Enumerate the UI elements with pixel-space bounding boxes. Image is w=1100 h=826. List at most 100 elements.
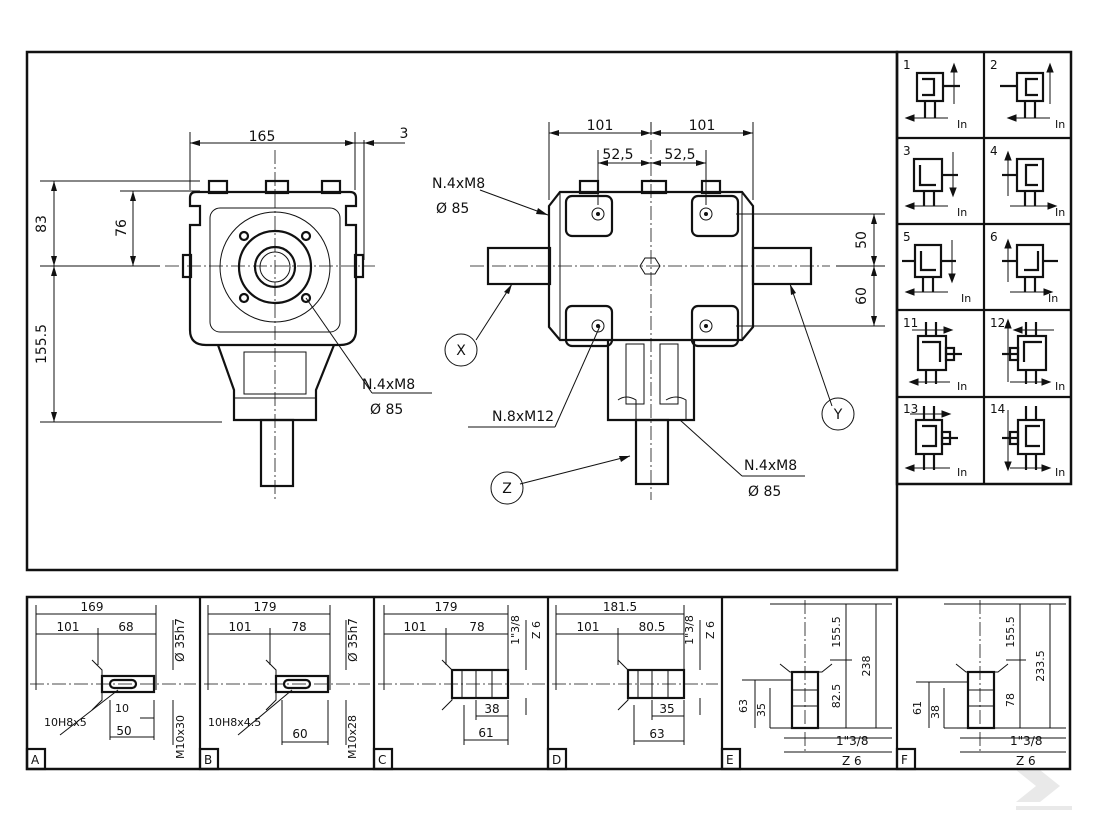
variant-a-drawing	[30, 605, 196, 745]
config-icon-13	[904, 406, 958, 472]
callout-circle-x	[444, 333, 478, 367]
config-tag-1: In	[957, 118, 967, 131]
a-d1: 101	[57, 620, 80, 634]
variant-letter-c: C	[378, 753, 386, 767]
config-icon-12	[1002, 318, 1054, 386]
side-callout-top-dia: Ø 85	[436, 201, 469, 217]
c-d2: 78	[469, 620, 484, 634]
watermark-logo	[1016, 770, 1072, 810]
e-h1: 155.5	[830, 616, 843, 648]
config-num-14: 14	[990, 402, 1005, 416]
c-spline: 1"3/8	[509, 615, 522, 645]
d-d3: 35	[659, 702, 674, 716]
f-h4: 61	[911, 701, 924, 715]
callout-circle-z	[490, 471, 524, 505]
front-dim-height-bottom: 155.5	[34, 324, 50, 364]
c-d3: 38	[484, 702, 499, 716]
side-dim-upper: 50	[854, 231, 870, 249]
e-h3: 82.5	[830, 684, 843, 709]
label-x: X	[456, 343, 466, 359]
config-icon-2	[1000, 62, 1054, 122]
d-total: 181.5	[603, 600, 637, 614]
variant-f-drawing	[916, 600, 1066, 753]
side-callout-base: N.8xM12	[492, 409, 554, 425]
e-h4: 63	[737, 699, 750, 713]
config-tag-5: In	[961, 292, 971, 305]
f-h1: 155.5	[1004, 616, 1017, 648]
config-num-11: 11	[903, 316, 918, 330]
d-z: Z 6	[704, 621, 717, 639]
front-callout-bolt: N.4xM8	[362, 377, 415, 393]
side-dim-right: 101	[689, 118, 716, 134]
variant-e-drawing	[742, 600, 892, 753]
front-dimensions	[40, 132, 432, 423]
a-d3: 10	[115, 702, 129, 715]
variant-letter-e: E	[726, 753, 734, 767]
b-dia: Ø 35h7	[346, 618, 360, 662]
config-icon-1	[904, 62, 960, 122]
f-z: Z 6	[1016, 754, 1036, 768]
side-dimensions	[444, 122, 885, 505]
e-h2: 238	[860, 656, 873, 677]
config-tag-14: In	[1055, 466, 1065, 479]
variant-letter-d: D	[552, 753, 561, 767]
config-num-4: 4	[990, 144, 998, 158]
config-num-6: 6	[990, 230, 998, 244]
config-icon-11	[908, 322, 962, 386]
config-icon-3	[904, 152, 958, 210]
variant-c-drawing	[378, 605, 545, 745]
front-view	[165, 150, 375, 500]
e-z: Z 6	[842, 754, 862, 768]
variant-b-drawing	[204, 605, 370, 745]
side-callout-bottom-dia: Ø 85	[748, 484, 781, 500]
config-num-3: 3	[903, 144, 911, 158]
config-icon-5	[902, 240, 956, 296]
d-d1: 101	[577, 620, 600, 634]
front-callout-dia: Ø 85	[370, 402, 403, 418]
config-tag-6: In	[1048, 292, 1058, 305]
front-dim-offset: 3	[400, 126, 409, 142]
c-total: 179	[435, 600, 458, 614]
config-num-5: 5	[903, 230, 911, 244]
e-spline: 1"3/8	[836, 734, 868, 748]
side-callout-top-bolt: N.4xM8	[432, 176, 485, 192]
front-dim-height-76: 76	[114, 219, 130, 237]
front-dim-width: 165	[249, 129, 276, 145]
b-total: 179	[254, 600, 277, 614]
c-d4: 61	[478, 726, 493, 740]
c-z: Z 6	[530, 621, 543, 639]
side-dim-left: 101	[587, 118, 614, 134]
b-d2: 78	[291, 620, 306, 634]
f-h5: 38	[929, 705, 942, 719]
a-key: 10H8x5	[44, 716, 87, 729]
config-num-1: 1	[903, 58, 911, 72]
config-tag-3: In	[957, 206, 967, 219]
variant-d-drawing	[552, 605, 718, 745]
variant-letter-f: F	[901, 753, 908, 767]
side-dim-left-half: 52,5	[602, 147, 633, 163]
a-d2: 68	[118, 620, 133, 634]
label-y: Y	[833, 407, 843, 423]
config-tag-11: In	[957, 380, 967, 393]
f-spline: 1"3/8	[1010, 734, 1042, 748]
config-num-2: 2	[990, 58, 998, 72]
variant-letter-a: A	[31, 753, 40, 767]
f-h3: 78	[1004, 693, 1017, 707]
side-view	[470, 140, 830, 500]
config-num-12: 12	[990, 316, 1005, 330]
b-thread: M10x28	[346, 715, 359, 759]
side-callout-bottom-bolt: N.4xM8	[744, 458, 797, 474]
config-tag-12: In	[1055, 380, 1065, 393]
b-d1: 101	[229, 620, 252, 634]
callout-circle-y	[821, 397, 855, 431]
d-d2: 80.5	[639, 620, 666, 634]
a-dia: Ø 35h7	[173, 618, 187, 662]
c-d1: 101	[404, 620, 427, 634]
variant-letter-boxes	[25, 747, 917, 771]
config-tag-2: In	[1055, 118, 1065, 131]
label-z: Z	[502, 481, 512, 497]
config-icon-4	[1002, 150, 1058, 210]
b-key: 10H8x4.5	[208, 716, 261, 729]
config-num-13: 13	[903, 402, 918, 416]
b-d4: 60	[292, 727, 307, 741]
